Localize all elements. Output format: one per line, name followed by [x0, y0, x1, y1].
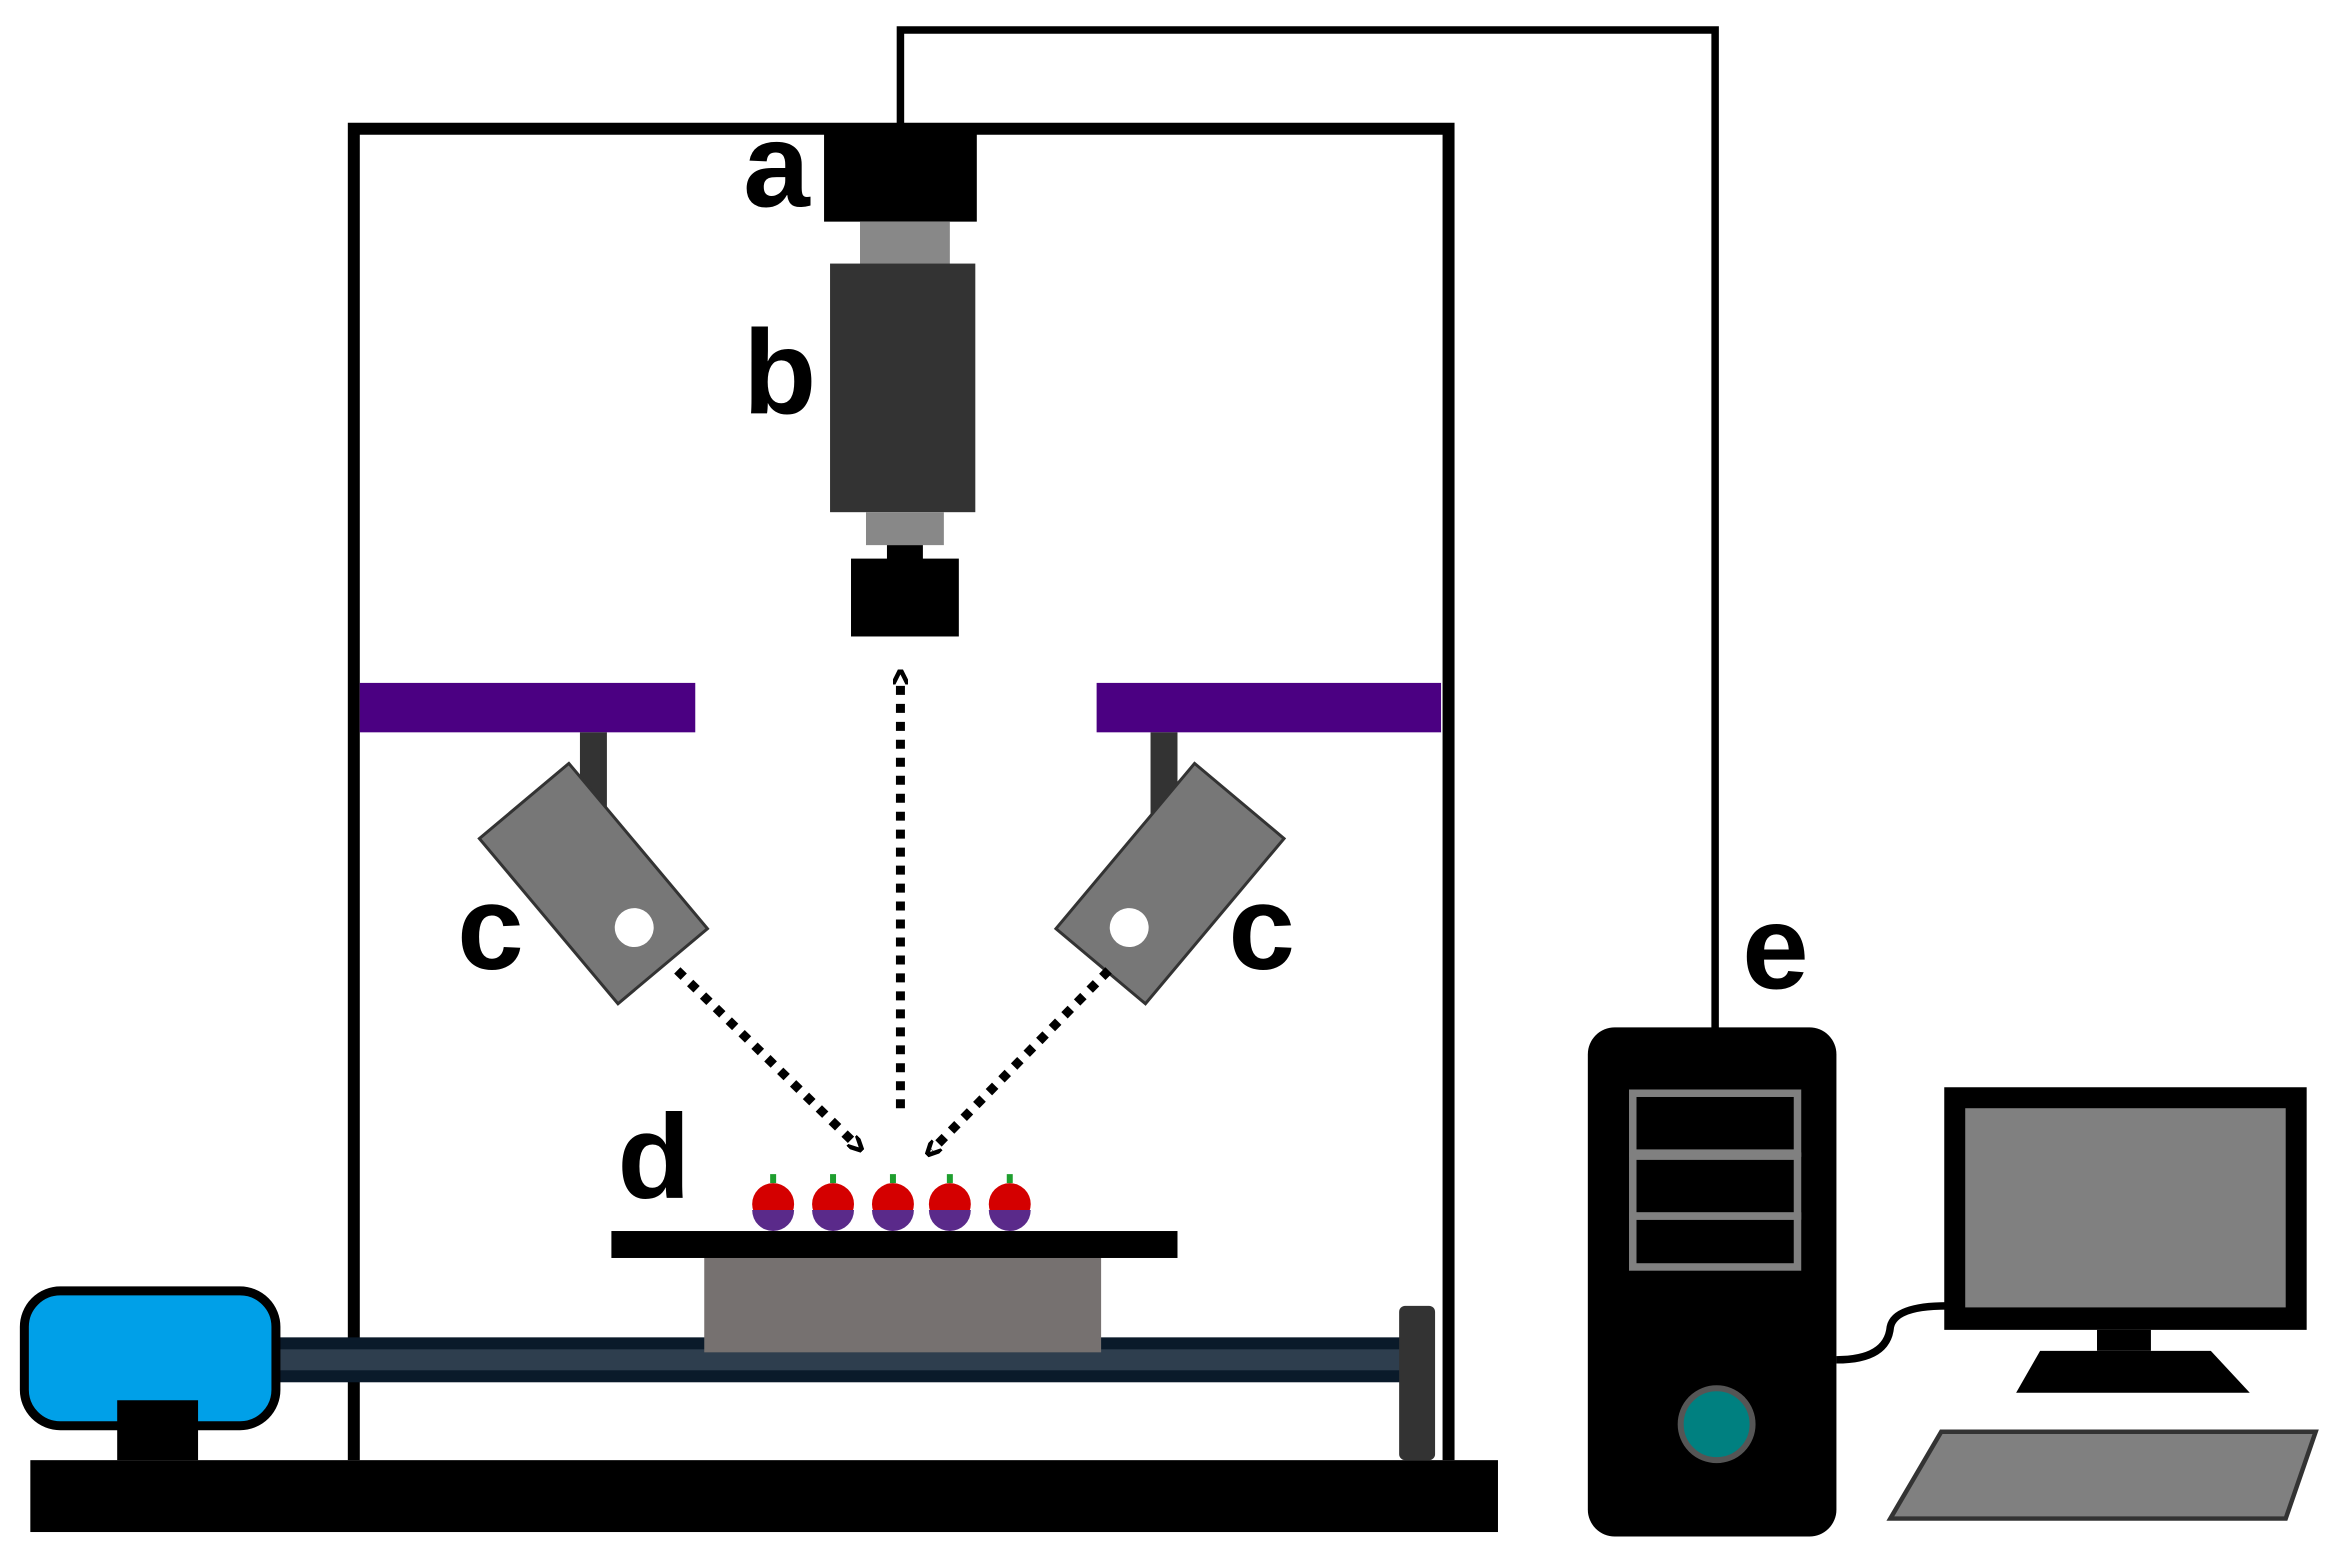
light-bar-right [1096, 682, 1442, 733]
label-sample: d [617, 1091, 690, 1224]
label-camera: a [743, 100, 811, 233]
lamp-icon [477, 761, 710, 1006]
label-light-right: c [1228, 862, 1295, 995]
computer-tower-icon [1587, 1027, 1837, 1537]
sample-fruit [871, 1174, 914, 1232]
sample-fruit [928, 1174, 971, 1232]
label-computer: e [1742, 881, 1809, 1014]
sample-fruit [812, 1174, 855, 1232]
samples [752, 1174, 1031, 1232]
light-bar-left [359, 682, 696, 733]
enclosure-frame [347, 122, 1455, 1461]
label-lens: b [743, 306, 816, 439]
light-path-arrow-left [674, 967, 857, 1145]
camera-icon [824, 131, 977, 222]
label-light-left: c [457, 862, 524, 995]
sample-fruit [988, 1174, 1031, 1232]
keyboard-icon [1886, 1429, 2319, 1521]
monitor-cable [1836, 1302, 1948, 1364]
lens-icon [830, 221, 976, 637]
power-button [1677, 1385, 1756, 1464]
monitor-icon [1944, 1087, 2307, 1393]
light-path-arrow-right [932, 967, 1112, 1150]
motor-icon [19, 1286, 281, 1461]
camera-computer-cable [896, 26, 1719, 1034]
lamp-icon [1053, 761, 1287, 1006]
sample-fruit [752, 1174, 795, 1232]
sample-stage [611, 1231, 1178, 1353]
base-plate [30, 1460, 1498, 1533]
